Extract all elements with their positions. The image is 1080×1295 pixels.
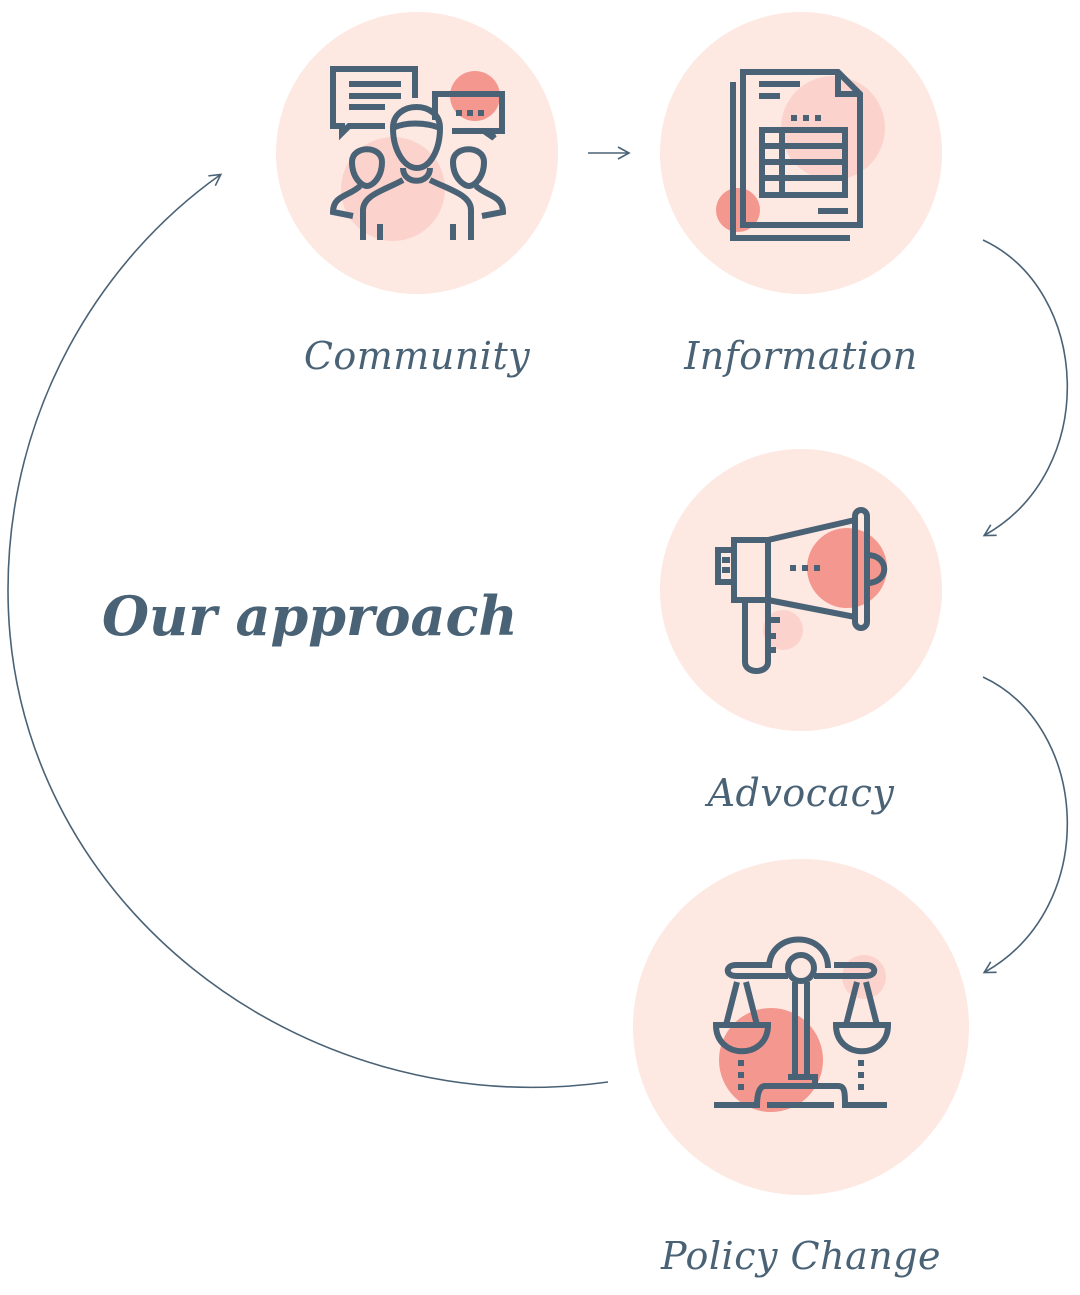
megaphone-icon (660, 449, 942, 731)
arrow-policy-to-community (7, 173, 609, 1088)
arrow-advocacy-to-policy (982, 676, 1069, 974)
community-icon (276, 12, 558, 294)
step-label-community: Community (303, 334, 531, 378)
arrow-information-to-advocacy (982, 239, 1069, 537)
step-label-information: Information (684, 334, 918, 378)
step-label-policy-change: Policy Change (660, 1234, 942, 1278)
diagram-title: Our approach (102, 584, 518, 648)
document-icon (660, 12, 942, 294)
scales-icon (633, 859, 969, 1195)
step-label-advocacy: Advocacy (707, 771, 895, 815)
